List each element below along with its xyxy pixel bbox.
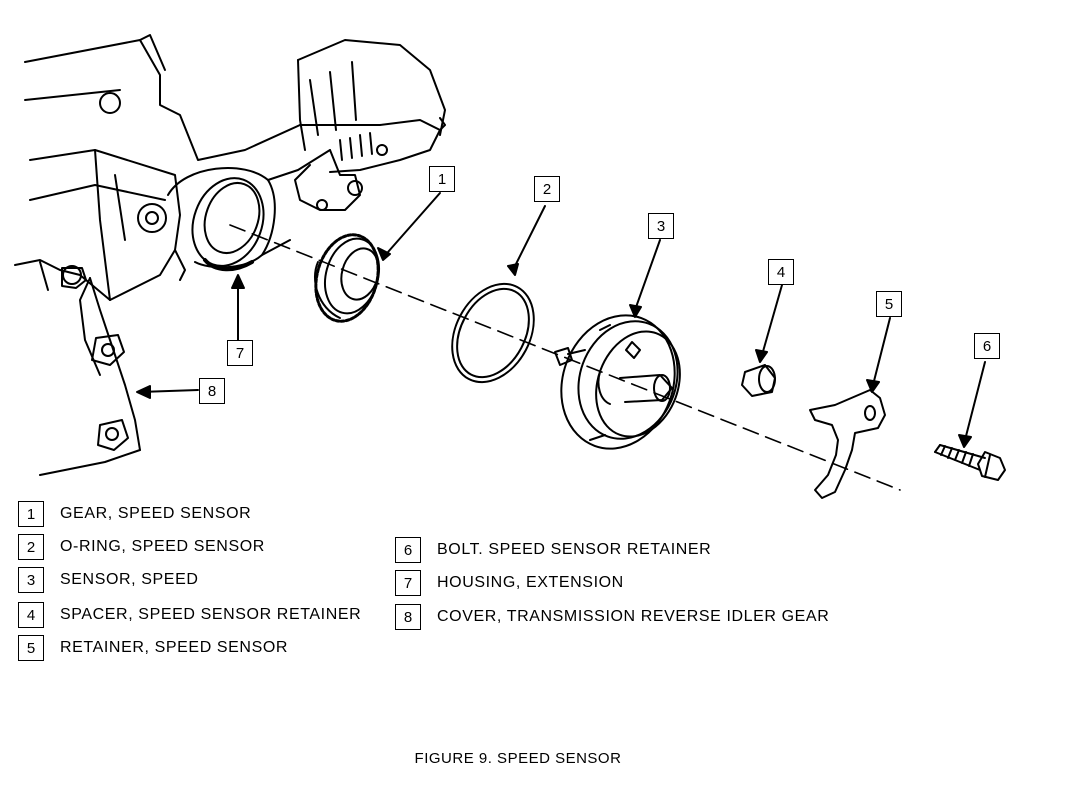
callout-spacer: 4 <box>768 259 794 285</box>
legend-number: 2 <box>18 534 44 560</box>
legend-label: HOUSING, EXTENSION <box>437 574 624 591</box>
legend-item-retainer: 5 RETAINER, SPEED SENSOR <box>18 635 288 661</box>
legend-label: SPACER, SPEED SENSOR RETAINER <box>60 606 362 623</box>
legend-item-bolt: 6 BOLT. SPEED SENSOR RETAINER <box>395 537 711 563</box>
legend-number: 6 <box>395 537 421 563</box>
o-ring <box>451 282 535 384</box>
legend-label: SENSOR, SPEED <box>60 571 199 588</box>
figure-caption: FIGURE 9. SPEED SENSOR <box>414 750 622 767</box>
retainer <box>809 389 886 499</box>
speed-sensor-gear <box>314 233 380 323</box>
leader-lines <box>136 192 986 448</box>
assembly-axis-line <box>229 224 901 491</box>
legend-label: GEAR, SPEED SENSOR <box>60 505 252 522</box>
legend-item-o-ring: 2 O-RING, SPEED SENSOR <box>18 534 265 560</box>
legend-number: 7 <box>395 570 421 596</box>
callout-housing: 7 <box>227 340 253 366</box>
legend-number: 8 <box>395 604 421 630</box>
legend-item-gear: 1 GEAR, SPEED SENSOR <box>18 501 251 527</box>
legend-item-spacer: 4 SPACER, SPEED SENSOR RETAINER <box>18 602 361 628</box>
legend-number: 4 <box>18 602 44 628</box>
callout-gear: 1 <box>429 166 455 192</box>
legend-label: BOLT. SPEED SENSOR RETAINER <box>437 541 712 558</box>
legend-number: 1 <box>18 501 44 527</box>
legend-label: COVER, TRANSMISSION REVERSE IDLER GEAR <box>437 608 830 625</box>
speed-sensor <box>554 314 681 450</box>
legend-number: 5 <box>18 635 44 661</box>
bolt <box>934 444 1006 481</box>
legend-label: O-RING, SPEED SENSOR <box>60 538 265 555</box>
callout-bolt: 6 <box>974 333 1000 359</box>
legend-label: RETAINER, SPEED SENSOR <box>60 639 289 656</box>
transmission-case <box>14 34 446 476</box>
callout-retainer: 5 <box>876 291 902 317</box>
callout-speed-sensor: 3 <box>648 213 674 239</box>
callout-o-ring: 2 <box>534 176 560 202</box>
legend-number: 3 <box>18 567 44 593</box>
legend-item-sensor: 3 SENSOR, SPEED <box>18 567 199 593</box>
spacer <box>741 364 776 397</box>
legend-item-cover: 8 COVER, TRANSMISSION REVERSE IDLER GEAR <box>395 604 829 630</box>
legend-item-housing: 7 HOUSING, EXTENSION <box>395 570 624 596</box>
callout-cover: 8 <box>199 378 225 404</box>
